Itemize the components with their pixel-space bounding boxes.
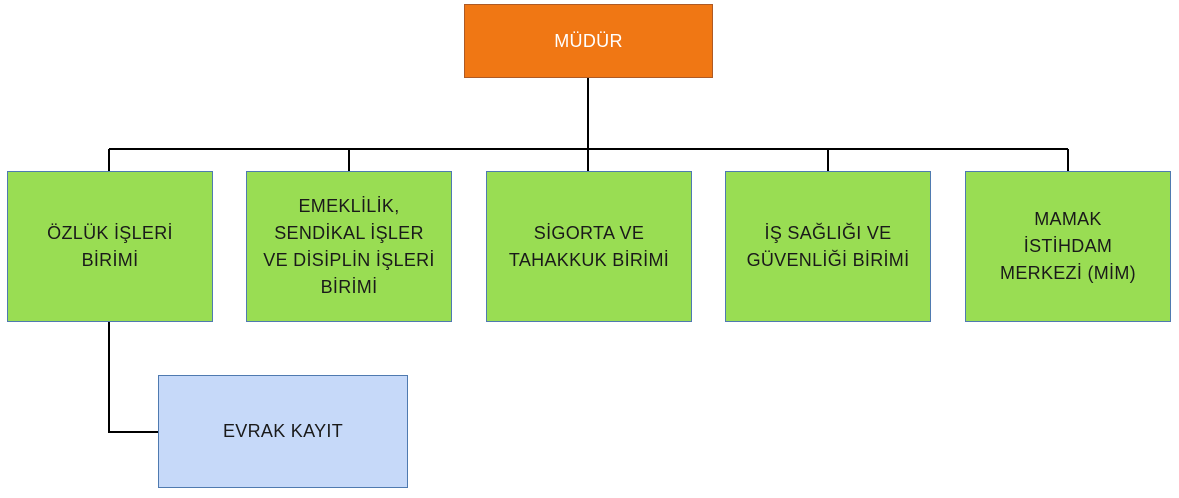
unit-node-ozluk: ÖZLÜK İŞLERİ BİRİMİ [7, 171, 213, 322]
root-node-mudur: MÜDÜR [464, 4, 713, 78]
sub-unit-connector [108, 322, 159, 433]
sub-unit-node-evrak: EVRAK KAYIT [158, 375, 408, 488]
unit-node-emeklilik: EMEKLİLİK, SENDİKAL İŞLER VE DİSİPLİN İŞ… [246, 171, 452, 322]
unit-node-label: ÖZLÜK İŞLERİ BİRİMİ [47, 222, 173, 270]
unit-node-is-sagligi: İŞ SAĞLIĞI VE GÜVENLİĞİ BİRİMİ [725, 171, 931, 322]
unit-node-label: MAMAK İSTİHDAM MERKEZİ (MİM) [1000, 209, 1136, 283]
unit-node-mamak: MAMAK İSTİHDAM MERKEZİ (MİM) [965, 171, 1171, 322]
unit-node-label: EMEKLİLİK, SENDİKAL İŞLER VE DİSİPLİN İŞ… [263, 195, 435, 297]
unit-node-label: İŞ SAĞLIĞI VE GÜVENLİĞİ BİRİMİ [746, 222, 910, 270]
unit-node-sigorta: SİGORTA VE TAHAKKUK BİRİMİ [486, 171, 692, 322]
unit-node-label: SİGORTA VE TAHAKKUK BİRİMİ [508, 222, 670, 270]
sub-unit-node-label: EVRAK KAYIT [222, 421, 343, 441]
root-node-label: MÜDÜR [554, 30, 623, 51]
